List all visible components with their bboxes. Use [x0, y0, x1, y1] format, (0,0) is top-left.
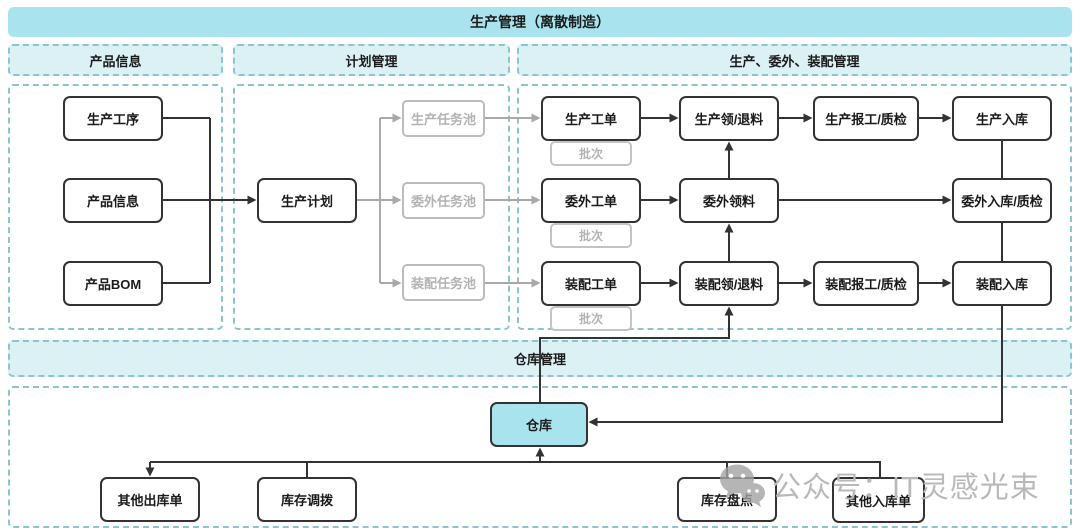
- node-production-task-pool: 生产任务池: [402, 100, 485, 137]
- section-header-product-info: 产品信息: [8, 44, 223, 76]
- node-batch-production: 批次: [550, 141, 632, 166]
- node-production-report-qc: 生产报工/质检: [813, 96, 919, 141]
- node-warehouse: 仓库: [490, 402, 588, 447]
- node-production-inbound: 生产入库: [952, 96, 1052, 141]
- node-batch-outsource: 批次: [550, 223, 632, 248]
- node-assembly-order: 装配工单: [541, 261, 641, 306]
- node-outsource-pick: 委外领料: [679, 178, 779, 223]
- node-inventory-transfer: 库存调拨: [257, 477, 357, 522]
- node-outsource-inbound-qc: 委外入库/质检: [952, 178, 1052, 223]
- node-production-plan: 生产计划: [257, 178, 357, 223]
- node-product-bom: 产品BOM: [63, 261, 163, 306]
- node-production-process: 生产工序: [63, 96, 163, 141]
- node-other-outbound: 其他出库单: [100, 477, 200, 522]
- section-header-plan-management: 计划管理: [233, 44, 510, 76]
- node-product-info: 产品信息: [63, 178, 163, 223]
- wechat-icon: [720, 464, 765, 507]
- node-assembly-task-pool: 装配任务池: [402, 264, 485, 301]
- node-production-order: 生产工单: [541, 96, 641, 141]
- node-batch-assembly: 批次: [550, 306, 632, 331]
- node-assembly-inbound: 装配入库: [952, 261, 1052, 306]
- node-production-pick-return: 生产领/退料: [679, 96, 779, 141]
- section-header-production-management: 生产、委外、装配管理: [517, 44, 1072, 76]
- node-outsource-task-pool: 委外任务池: [402, 182, 485, 219]
- watermark: 公众号：IT灵感光束: [718, 462, 1040, 508]
- node-outsource-order: 委外工单: [541, 178, 641, 223]
- node-assembly-report-qc: 装配报工/质检: [813, 261, 919, 306]
- diagram-title: 生产管理（离散制造）: [8, 7, 1072, 37]
- watermark-text: 公众号：IT灵感光束: [772, 472, 1040, 504]
- node-other-inbound: 其他入库单: [832, 477, 925, 523]
- node-assembly-pick-return: 装配领/退料: [679, 261, 779, 306]
